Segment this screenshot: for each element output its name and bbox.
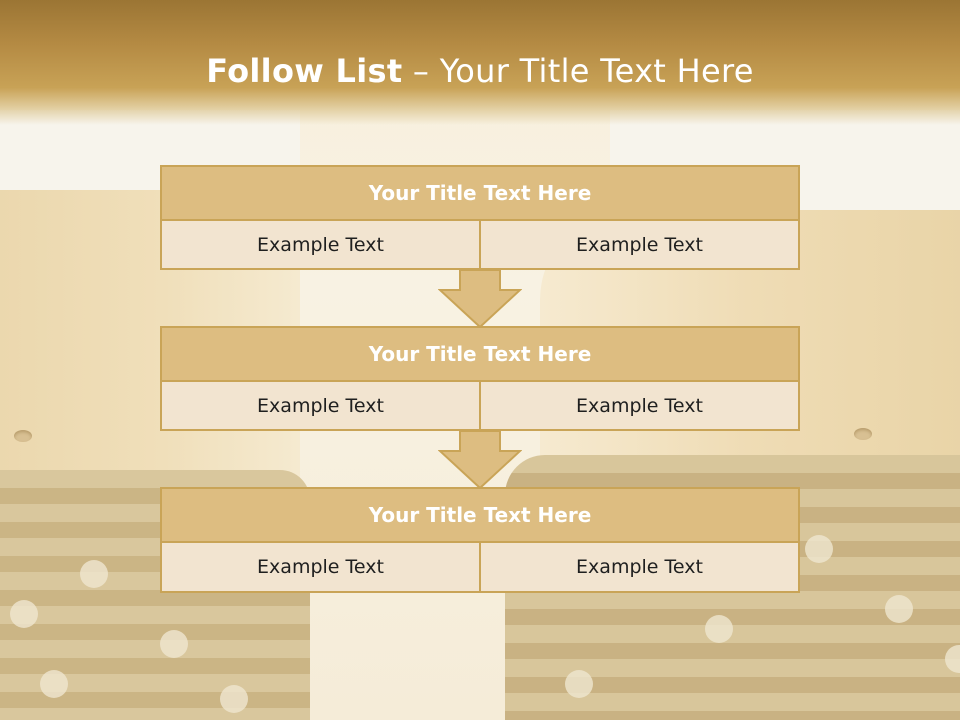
flow-box-row: Example Text Example Text — [160, 221, 800, 270]
flow-box-3[interactable]: Your Title Text Here Example Text Exampl… — [160, 487, 800, 593]
slide-title-bold: Follow List — [206, 52, 403, 90]
flow-box-title[interactable]: Your Title Text Here — [160, 487, 800, 543]
flow-box-row: Example Text Example Text — [160, 543, 800, 593]
flow-box-cell-right[interactable]: Example Text — [481, 221, 800, 270]
flower-pattern — [565, 670, 593, 698]
flow-box-2[interactable]: Your Title Text Here Example Text Exampl… — [160, 326, 800, 431]
navel-left — [14, 430, 32, 442]
flow-box-cell-left[interactable]: Example Text — [160, 543, 481, 593]
navel-right — [854, 428, 872, 440]
flower-pattern — [10, 600, 38, 628]
flow-box-cell-left[interactable]: Example Text — [160, 382, 481, 431]
flower-pattern — [705, 615, 733, 643]
flower-pattern — [805, 535, 833, 563]
flow-box-cell-right[interactable]: Example Text — [481, 382, 800, 431]
flower-pattern — [220, 685, 248, 713]
slide-title-rest: – Your Title Text Here — [402, 52, 754, 90]
flow-box-title[interactable]: Your Title Text Here — [160, 326, 800, 382]
flower-pattern — [945, 645, 960, 673]
flow-box-cell-right[interactable]: Example Text — [481, 543, 800, 593]
flow-box-1[interactable]: Your Title Text Here Example Text Exampl… — [160, 165, 800, 270]
header-band — [0, 0, 960, 125]
flower-pattern — [160, 630, 188, 658]
down-arrow-icon — [438, 431, 522, 489]
slide-title[interactable]: Follow List – Your Title Text Here — [0, 52, 960, 90]
flower-pattern — [40, 670, 68, 698]
flow-box-row: Example Text Example Text — [160, 382, 800, 431]
flower-pattern — [80, 560, 108, 588]
flower-pattern — [885, 595, 913, 623]
down-arrow-icon — [438, 270, 522, 328]
flow-box-cell-left[interactable]: Example Text — [160, 221, 481, 270]
flow-box-title[interactable]: Your Title Text Here — [160, 165, 800, 221]
